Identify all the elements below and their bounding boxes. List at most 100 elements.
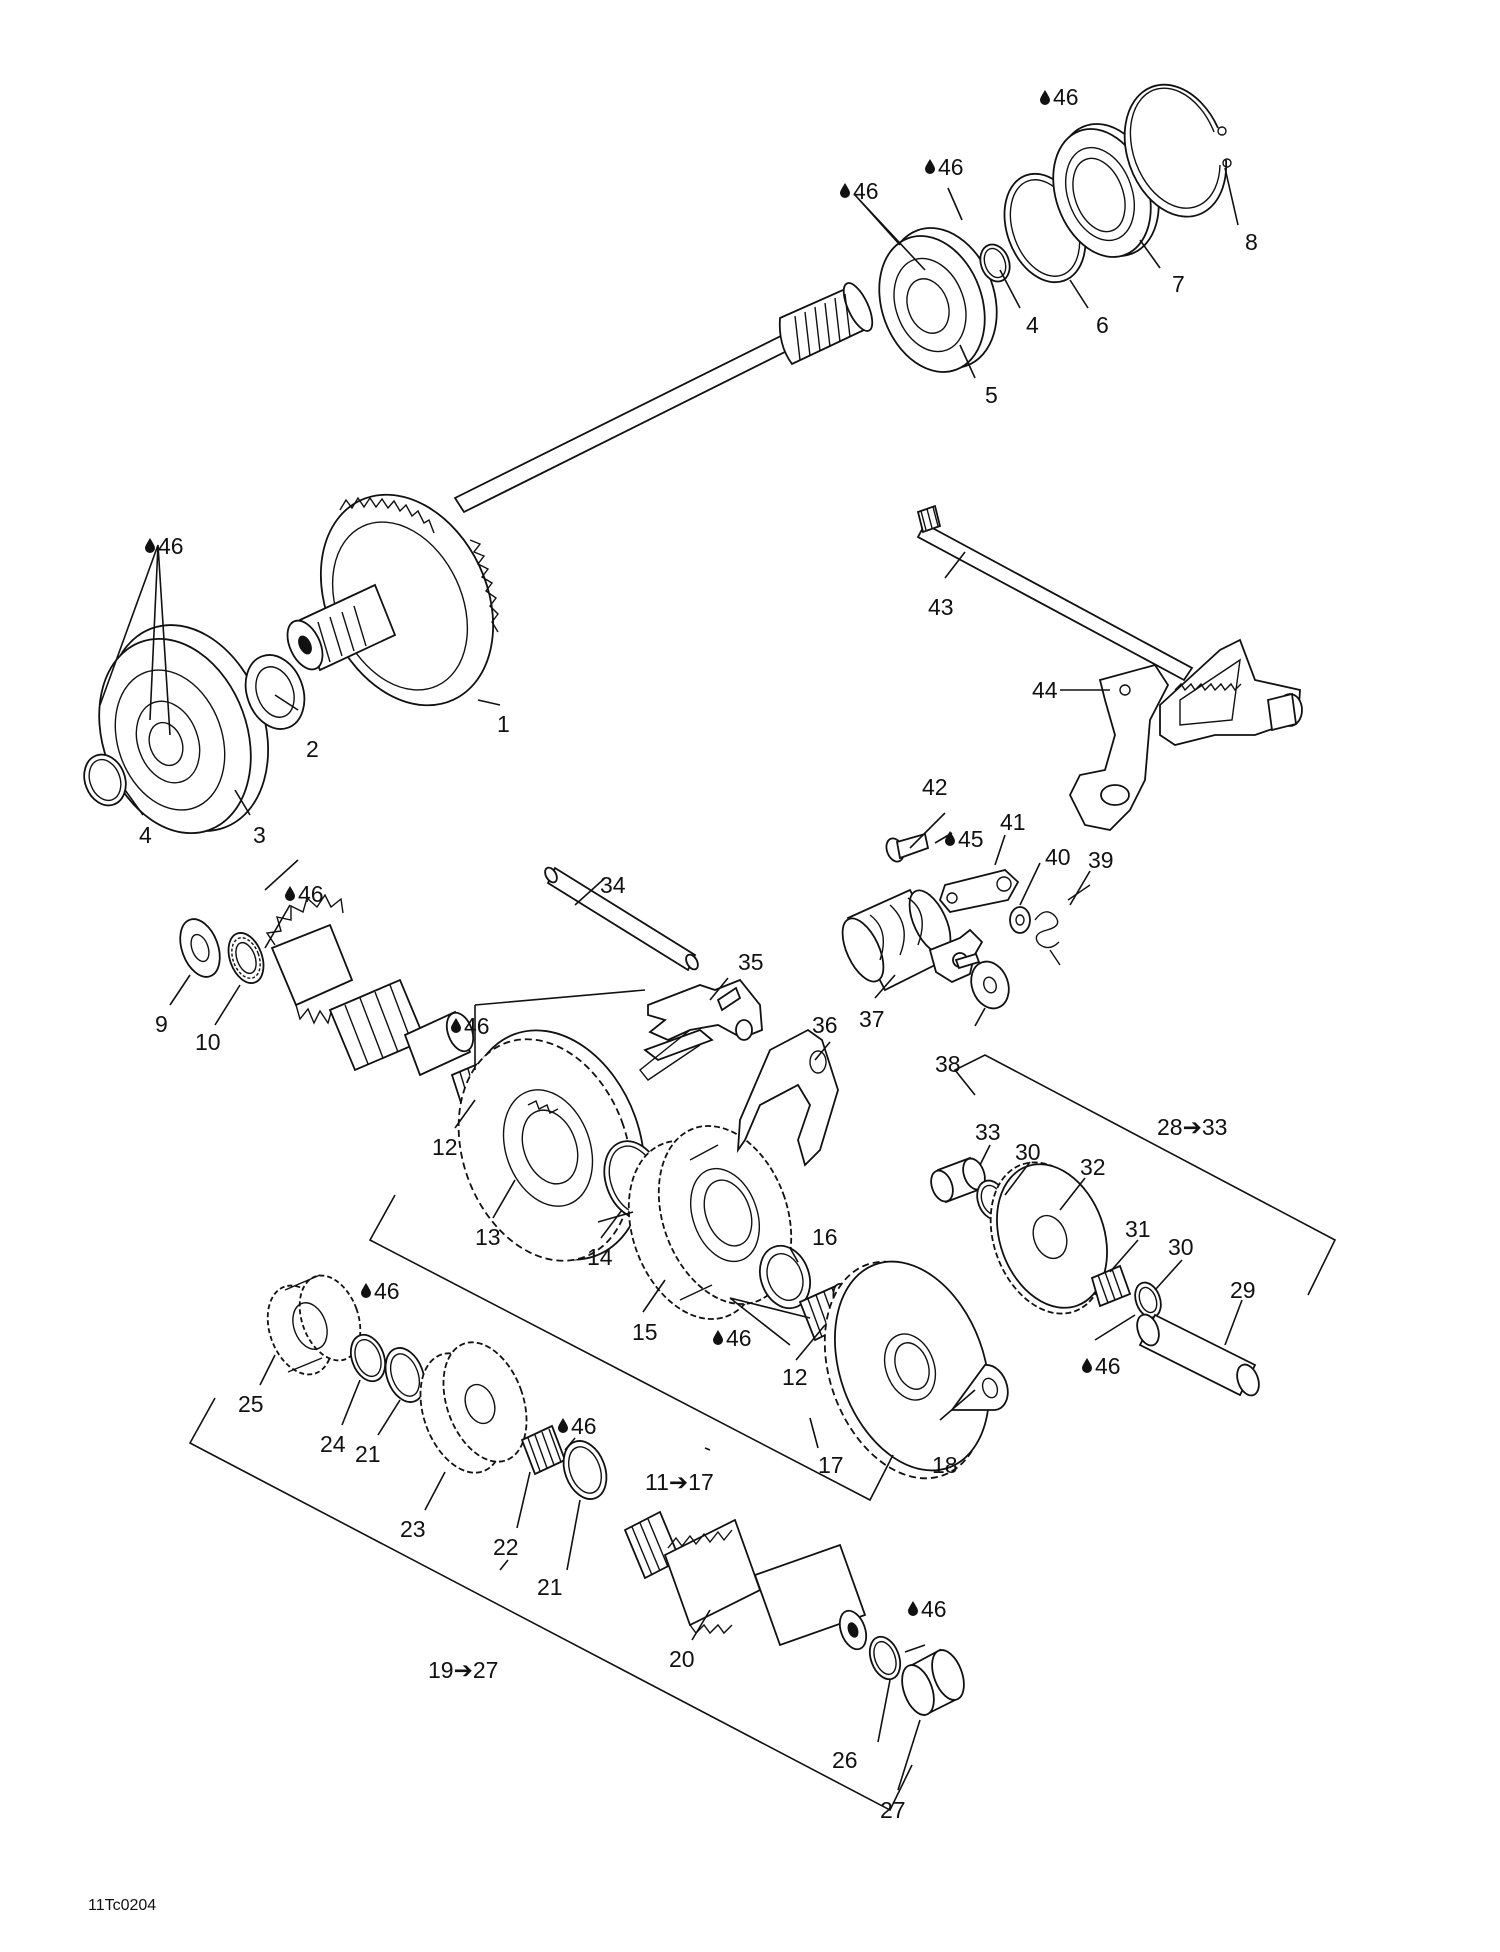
gear-23 bbox=[419, 1341, 528, 1474]
callout-14: 14 bbox=[587, 1244, 613, 1270]
callout-13: 13 bbox=[475, 1224, 501, 1250]
washer-9 bbox=[179, 918, 221, 978]
callout-41: 41 bbox=[1000, 809, 1026, 835]
leader-lines bbox=[99, 167, 1243, 1791]
lube-label-1: 46 bbox=[1053, 84, 1079, 110]
shift-shaft-43 bbox=[916, 504, 1194, 682]
group-bracket-19-27 bbox=[188, 1397, 913, 1812]
callout-25: 25 bbox=[238, 1391, 264, 1417]
callout-30-lower: 30 bbox=[1168, 1234, 1194, 1260]
washer-21-right bbox=[562, 1440, 608, 1500]
callout-37: 37 bbox=[859, 1006, 885, 1032]
callout-4-left: 4 bbox=[139, 822, 152, 848]
lube-label-5: 46 bbox=[298, 881, 324, 907]
output-shaft bbox=[286, 282, 874, 707]
callout-42: 42 bbox=[922, 774, 948, 800]
bushing-27 bbox=[901, 1648, 965, 1717]
drawing-code: 11Tc0204 bbox=[88, 1897, 156, 1914]
callout-4-right: 4 bbox=[1026, 312, 1039, 338]
callout-22: 22 bbox=[493, 1534, 519, 1560]
lube-label-7: 46 bbox=[726, 1325, 752, 1351]
shift-drum-37 bbox=[841, 888, 984, 992]
needle-bearing-22 bbox=[520, 1424, 567, 1476]
bearing-10 bbox=[227, 932, 265, 984]
callout-26: 26 bbox=[832, 1747, 858, 1773]
callout-15: 15 bbox=[632, 1319, 658, 1345]
callout-43: 43 bbox=[928, 594, 954, 620]
callout-20: 20 bbox=[669, 1646, 695, 1672]
callout-2: 2 bbox=[306, 736, 319, 762]
screw-42 bbox=[885, 832, 930, 863]
oil-drop-icon bbox=[945, 831, 955, 846]
callout-8: 8 bbox=[1245, 229, 1258, 255]
lubricant-markers: 46 46 46 46 46 46 46 46 46 46 46 45 bbox=[145, 84, 1121, 1622]
callout-3: 3 bbox=[253, 822, 266, 848]
pinion-shaft bbox=[265, 893, 475, 1077]
callout-30-upper: 30 bbox=[1015, 1139, 1041, 1165]
needle-bearing-31 bbox=[1090, 1264, 1132, 1308]
oil-drop-icon bbox=[840, 183, 850, 198]
washer-26 bbox=[868, 1635, 902, 1681]
oil-drop-icon bbox=[285, 886, 295, 901]
gear-32 bbox=[989, 1161, 1108, 1315]
washer-2 bbox=[244, 654, 306, 730]
callout-numbers: 1 2 3 4 5 4 6 7 8 9 10 12 13 14 15 16 12… bbox=[139, 229, 1258, 1823]
callout-6: 6 bbox=[1096, 312, 1109, 338]
washer-21-left bbox=[384, 1347, 426, 1403]
callout-29: 29 bbox=[1230, 1277, 1256, 1303]
washer-40 bbox=[1009, 906, 1031, 934]
group-label-28-33: 28➔33 bbox=[1157, 1114, 1227, 1140]
callout-17: 17 bbox=[818, 1452, 844, 1478]
callout-39: 39 bbox=[1088, 847, 1114, 873]
oil-drop-icon bbox=[361, 1283, 371, 1298]
fork-shaft-34 bbox=[544, 866, 699, 972]
lube-label-4: 46 bbox=[158, 533, 184, 559]
callout-7: 7 bbox=[1172, 271, 1185, 297]
shift-lever-44 bbox=[1068, 638, 1303, 831]
group-bracket-11-17 bbox=[368, 1194, 894, 1502]
washer-38 bbox=[970, 960, 1010, 1010]
shift-fork-35 bbox=[639, 978, 763, 1081]
shaft-29 bbox=[1136, 1313, 1260, 1397]
group-bracket-28-33 bbox=[953, 1054, 1337, 1296]
circlip-24 bbox=[349, 1333, 387, 1383]
callout-36: 36 bbox=[812, 1012, 838, 1038]
callout-1: 1 bbox=[497, 711, 510, 737]
lube-label-9: 46 bbox=[374, 1278, 400, 1304]
bushing-33 bbox=[930, 1156, 986, 1204]
callout-23: 23 bbox=[400, 1516, 426, 1542]
callout-34: 34 bbox=[600, 872, 626, 898]
lube-label-11: 45 bbox=[958, 826, 984, 852]
gear-25 bbox=[266, 1274, 362, 1376]
input-shaft-20 bbox=[623, 1510, 868, 1651]
lube-label-6: 46 bbox=[464, 1013, 490, 1039]
circlip-8 bbox=[1123, 83, 1232, 218]
group-label-11-17: 11➔17 bbox=[645, 1469, 714, 1495]
lube-label-3: 46 bbox=[853, 178, 879, 204]
gear-13 bbox=[457, 1029, 646, 1262]
shift-fork-36 bbox=[736, 1028, 839, 1167]
callout-10: 10 bbox=[195, 1029, 221, 1055]
oil-drop-icon bbox=[145, 538, 155, 553]
oil-drop-icon bbox=[713, 1330, 723, 1345]
lube-label-8: 46 bbox=[1095, 1353, 1121, 1379]
callout-9: 9 bbox=[155, 1011, 168, 1037]
lube-label-12: 46 bbox=[921, 1596, 947, 1622]
oil-drop-icon bbox=[925, 159, 935, 174]
lube-label-2: 46 bbox=[938, 154, 964, 180]
callout-5: 5 bbox=[985, 382, 998, 408]
callout-12-lower: 12 bbox=[782, 1364, 808, 1390]
spring-39 bbox=[1034, 884, 1091, 966]
callout-32: 32 bbox=[1080, 1154, 1106, 1180]
o-ring-4-left bbox=[83, 753, 127, 807]
oil-drop-icon bbox=[558, 1418, 568, 1433]
callout-16: 16 bbox=[812, 1224, 838, 1250]
group-label-19-27: 19➔27 bbox=[428, 1657, 498, 1683]
oil-drop-icon bbox=[1040, 90, 1050, 105]
callout-18: 18 bbox=[932, 1452, 958, 1478]
gear-17 bbox=[823, 1260, 990, 1480]
callout-33: 33 bbox=[975, 1119, 1001, 1145]
bearing-5 bbox=[878, 227, 998, 373]
